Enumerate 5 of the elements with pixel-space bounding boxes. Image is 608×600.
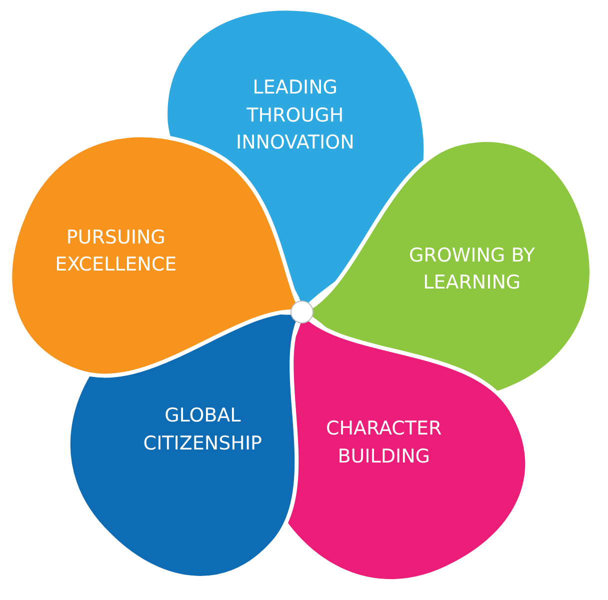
petal-label: LEADING THROUGH INNOVATION xyxy=(234,76,356,156)
petal-label: GROWING BY LEARNING xyxy=(408,243,536,296)
petal-label: PURSUING EXCELLENCE xyxy=(54,224,178,278)
petal-label: GLOBAL CITIZENSHIP xyxy=(142,404,264,456)
petal-label: CHARACTER BUILDING xyxy=(324,416,443,470)
